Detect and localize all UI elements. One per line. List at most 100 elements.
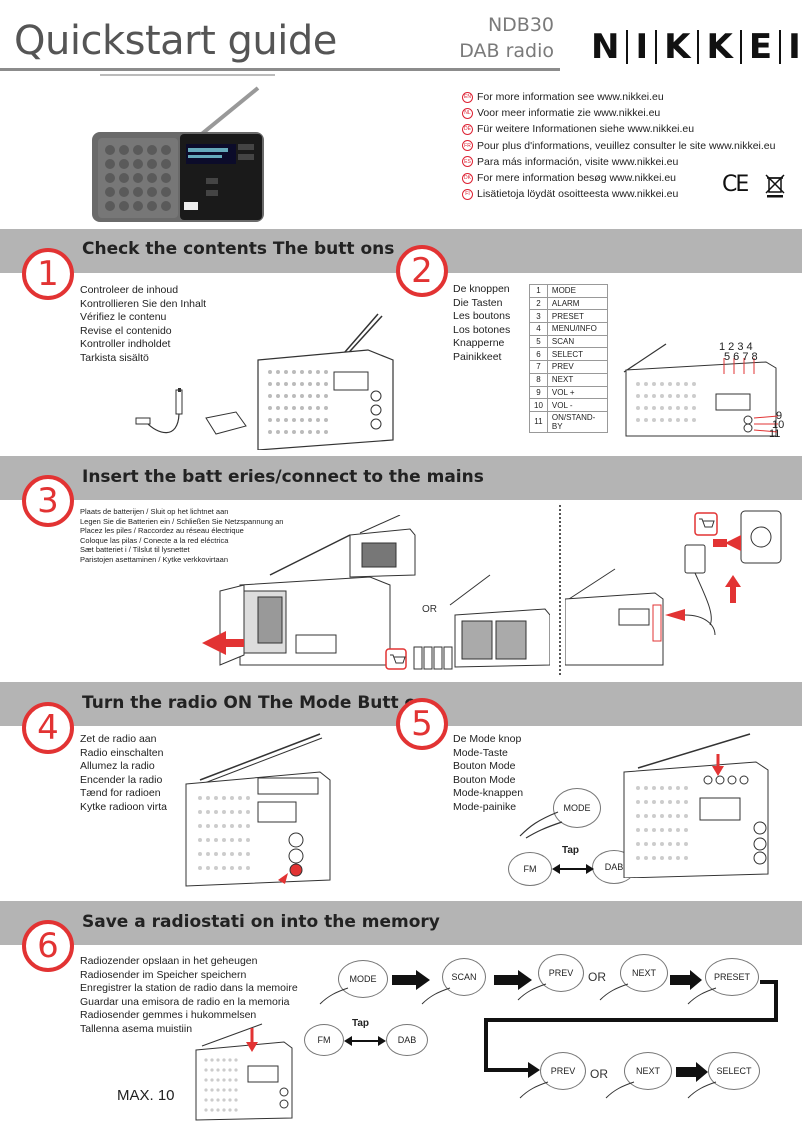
mode-button[interactable]: MODE: [338, 960, 388, 998]
step-5-text: De Mode knop Mode-Taste Bouton Mode Bout…: [453, 733, 523, 814]
brand-logo: N I K K E I: [584, 30, 802, 64]
arrow-right-icon: [676, 1062, 708, 1082]
callout-label-11: 11: [769, 428, 781, 440]
text-line: Kontrollieren Sie den Inhalt: [80, 297, 207, 310]
prev-button[interactable]: PREV: [538, 954, 584, 992]
table-cell: VOL -: [546, 398, 608, 412]
table-cell: 9: [529, 385, 548, 400]
double-arrow-icon: [344, 1036, 386, 1046]
page-title: Quickstart guide: [14, 18, 337, 64]
table-cell: 1: [529, 284, 548, 298]
step-number-3: 3: [22, 475, 74, 527]
language-text: Pour plus d'informations, veuillez consu…: [477, 139, 776, 152]
title-rule: [0, 68, 560, 71]
text-line: Radiosender gemmes i hukommelsen: [80, 1009, 257, 1021]
text-line: Legen Sie die Batterien ein / Schließen …: [80, 516, 284, 526]
table-cell: ON/STAND-BY: [546, 410, 608, 433]
prev-button[interactable]: PREV: [540, 1052, 586, 1090]
text-line: Revise el contenido: [80, 324, 172, 337]
fm-button[interactable]: FM: [304, 1024, 344, 1056]
text-line: De Mode knop: [453, 733, 522, 745]
table-cell: 6: [529, 347, 548, 362]
text-line: Knapperne: [453, 337, 505, 349]
flag-icon: ES: [462, 156, 473, 168]
step-1-text: Controleer de inhoud Kontrollieren Sie d…: [80, 284, 206, 365]
text-line: Vérifiez le contenu: [80, 311, 167, 323]
text-line: Encender la radio: [80, 773, 163, 786]
table-cell: SELECT: [546, 347, 608, 362]
section-band-3: [0, 456, 802, 500]
logo-letter: K: [699, 30, 742, 64]
arrow-right-icon: [392, 970, 430, 990]
table-cell: 7: [529, 360, 548, 374]
tap-label: Tap: [562, 845, 580, 856]
tap-label: Tap: [352, 1018, 370, 1029]
preset-button[interactable]: PRESET: [705, 958, 759, 996]
table-cell: PRESET: [546, 309, 608, 324]
text-line: Radiosender im Speicher speichern: [80, 968, 247, 981]
hand-pointer-icon: [519, 811, 563, 839]
flag-icon: EN: [462, 91, 473, 103]
table-cell: NEXT: [546, 372, 608, 387]
box-contents-illustration: [135, 313, 394, 450]
table-cell: PREV: [546, 360, 608, 374]
fm-button[interactable]: FM: [508, 852, 552, 886]
text-line: Sæt batteriet i / Tilslut til lysnettet: [80, 545, 190, 555]
logo-letter: N: [584, 30, 629, 64]
language-text: For mere information besøg www.nikkei.eu: [477, 172, 676, 185]
text-line: Radiozender opslaan in het geheugen: [80, 955, 258, 967]
divider-dotted: [559, 505, 561, 675]
mode-button[interactable]: MODE: [553, 788, 601, 828]
text-line: Kytke radioon virta: [80, 800, 167, 813]
logo-letter: I: [628, 30, 658, 64]
text-line: Tænd for radioen: [80, 787, 161, 799]
flow-connector: [484, 980, 778, 1078]
text-line: Allumez la radio: [80, 760, 155, 772]
mains-connection-illustration: [565, 510, 782, 666]
text-line: Placez les piles / Raccordez au réseau é…: [80, 526, 244, 536]
text-line: Los botones: [453, 323, 511, 336]
dab-button[interactable]: DAB: [386, 1024, 428, 1056]
step-number-2: 2: [396, 245, 448, 297]
scan-button[interactable]: SCAN: [442, 958, 486, 996]
step-6-text: Radiozender opslaan in het geheugen Radi…: [80, 955, 298, 1036]
text-line: Mode-Taste: [453, 746, 508, 759]
language-row: ES Para más información, visite www.nikke…: [462, 154, 775, 170]
text-line: Enregistrer la station de radio dans la …: [80, 982, 298, 994]
radio-mode-illustration: [623, 733, 769, 878]
hand-pointer-icons: [319, 983, 717, 1005]
text-line: Kontroller indholdet: [80, 338, 171, 350]
language-text: Voor meer informatie zie www.nikkei.eu: [477, 107, 661, 120]
text-line: De knoppen: [453, 283, 510, 295]
radio-product-image: [92, 86, 264, 222]
battery-install-illustration: [202, 515, 550, 670]
select-button[interactable]: SELECT: [708, 1052, 760, 1090]
next-button[interactable]: NEXT: [620, 954, 668, 992]
table-cell: MODE: [546, 284, 608, 298]
table-cell: MENU/INFO: [546, 322, 608, 336]
text-line: Plaats de batterijen / Sluit op het lich…: [80, 507, 229, 516]
next-button[interactable]: NEXT: [624, 1052, 672, 1090]
section-title-1: Check the contents The butt ons: [82, 239, 395, 259]
arrow-right-icon: [494, 970, 532, 990]
arrow-right-icon: [670, 970, 702, 990]
step-number-5: 5: [396, 698, 448, 750]
step-number-4: 4: [22, 702, 74, 754]
table-cell: VOL +: [546, 385, 608, 400]
text-line: Painikkeet: [453, 350, 502, 363]
section-band-6: [0, 901, 802, 945]
flag-icon: FI: [462, 188, 473, 200]
language-text: Para más información, visite www.nikkei.…: [477, 155, 679, 168]
